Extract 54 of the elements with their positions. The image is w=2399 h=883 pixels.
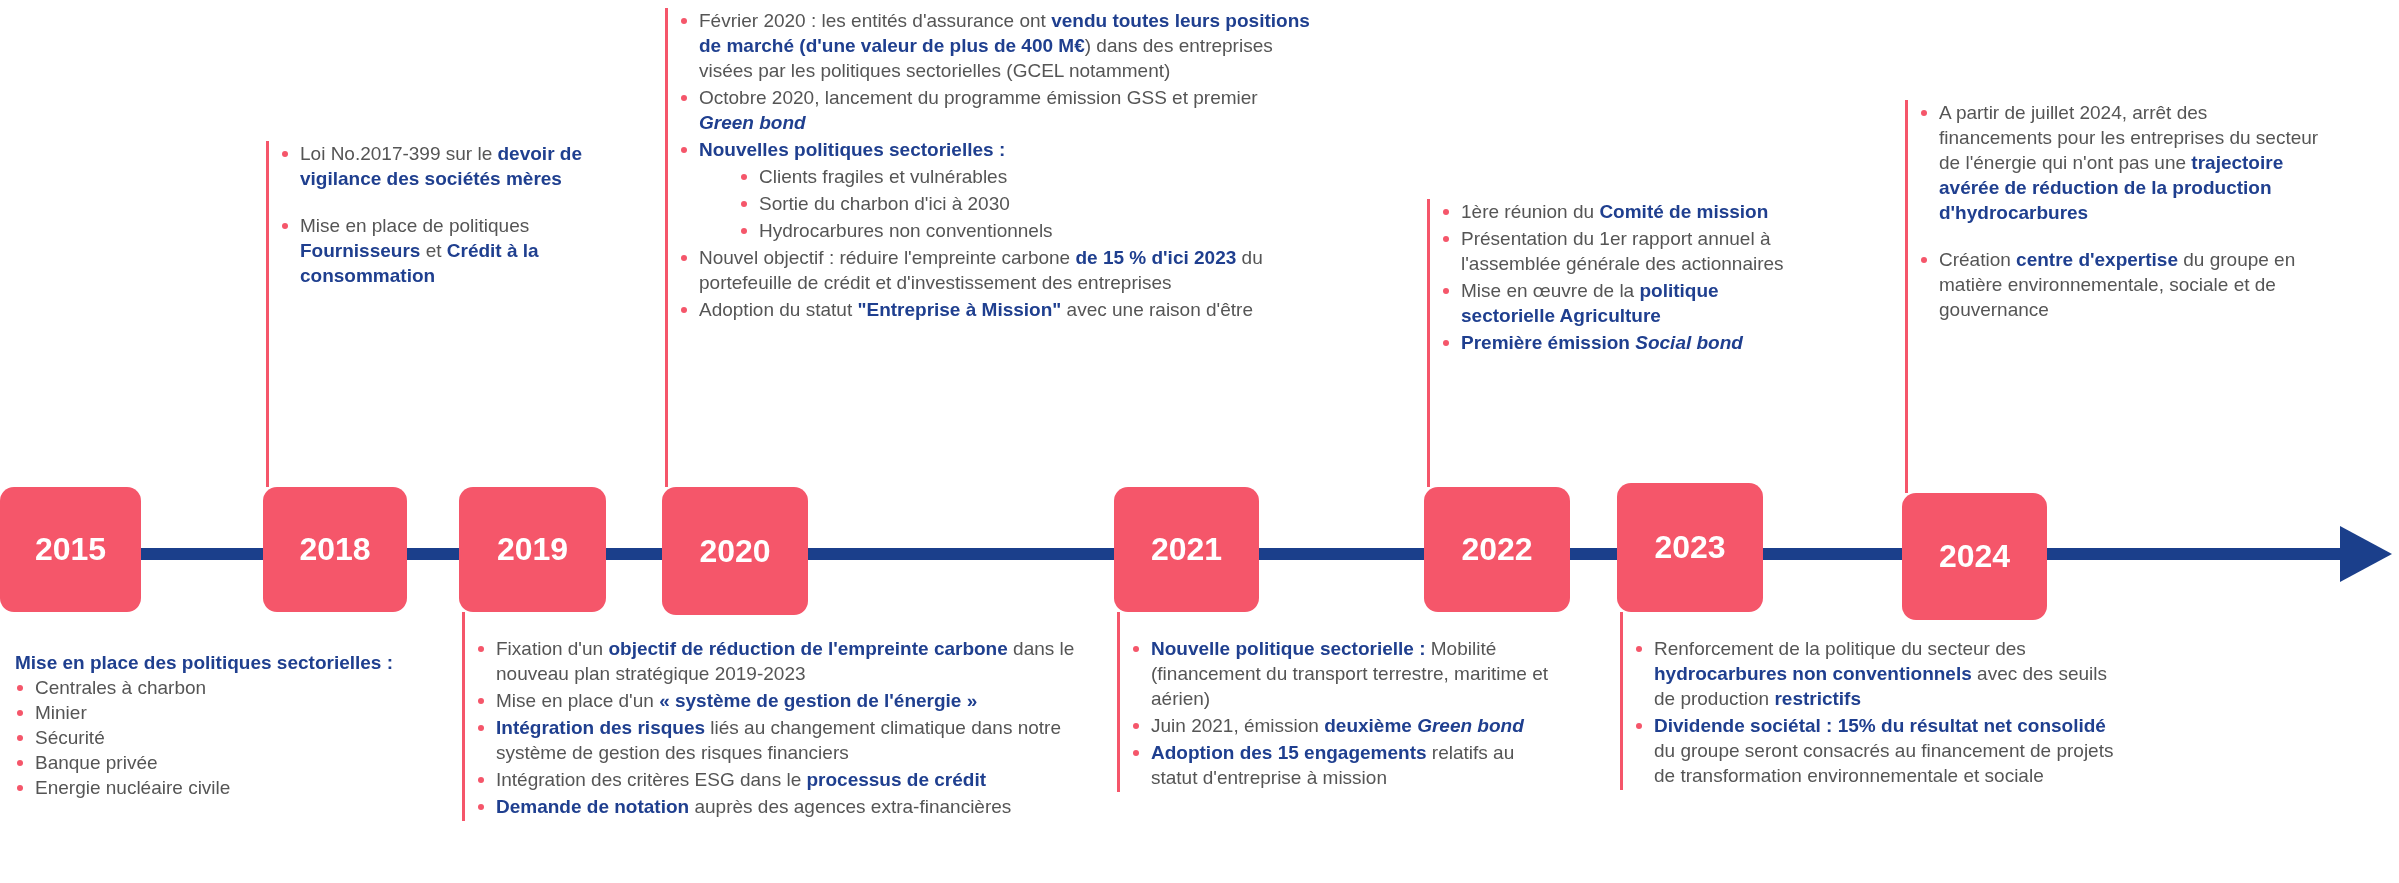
- leader-line: [1620, 612, 1623, 790]
- year-box: [1902, 493, 2047, 620]
- year-box: [459, 487, 606, 612]
- bullet-point: Adoption des 15 engagements relatifs au statut d'entreprise à mission: [1151, 741, 1516, 790]
- bullet-point: Intégration des risques liés au changement climatique dans notre système de gestion des risques financiers: [496, 716, 1062, 765]
- bullet-point: Février 2020 : les entités d'assurance ont vendu toutes leurs positions de marché (d'une valeur de plus de 400 M€) dans des entreprises visées par les politiques sectorielles (GCEL notamment): [699, 9, 1311, 83]
- bullet-point: Juin 2021, émission deuxième Green bond: [1151, 714, 1524, 738]
- bullet-point: Minier: [35, 701, 87, 725]
- year-box: [1114, 487, 1259, 612]
- bullet-point: Nouvelles politiques sectorielles :: [699, 138, 1006, 162]
- year-label: 2022: [1461, 531, 1533, 568]
- bullet-point: Clients fragiles et vulnérables: [759, 165, 1008, 189]
- bullet-point: Nouvelle politique sectorielle : Mobilité (financement du transport terrestre, maritime et aérien): [1151, 637, 1550, 711]
- bullet-point: Centrales à charbon: [35, 676, 207, 700]
- bullet-point: A partir de juillet 2024, arrêt des financements pour les entreprises du secteur de l'énergie qui n'ont pas une trajectoire avérée de réduction de la production d'hydrocarbures: [1939, 101, 2320, 225]
- bullet-point: Banque privée: [35, 751, 158, 775]
- bullet-point: Energie nucléaire civile: [35, 776, 231, 800]
- bullet-point: Adoption du statut "Entreprise à Mission" avec une raison d'être: [699, 298, 1253, 322]
- year-label: 2023: [1654, 529, 1726, 566]
- year-box: [263, 487, 407, 612]
- year-label: 2015: [34, 531, 107, 568]
- bullet-point: Intégration des critères ESG dans le processus de crédit: [496, 768, 987, 792]
- bullet-point: Hydrocarbures non conventionnels: [759, 219, 1053, 243]
- bullet-point: Octobre 2020, lancement du programme émission GSS et premier Green bond: [699, 86, 1259, 135]
- bullet-point: Mise en œuvre de la politique sectorielle Agriculture: [1461, 279, 1720, 328]
- leader-line: [665, 8, 668, 487]
- year-box: [0, 487, 141, 612]
- year-box: [1424, 487, 1570, 612]
- year-label: 2018: [299, 531, 371, 568]
- year-box: [662, 487, 808, 615]
- year-box: [1617, 483, 1763, 612]
- leader-line: [1905, 100, 1908, 493]
- year-label: 2021: [1150, 531, 1223, 568]
- leader-line: [1427, 199, 1430, 487]
- bullet-point: Sécurité: [35, 726, 105, 750]
- bullet-point: Sortie du charbon d'ici à 2030: [759, 192, 1010, 216]
- bullet-point: Première émission Social bond: [1461, 331, 1743, 355]
- leader-line: [266, 141, 269, 487]
- bullet-point: Mise en place d'un « système de gestion de l'énergie »: [496, 689, 978, 713]
- bullet-point: Dividende sociétal : 15% du résultat net consolidé du groupe seront consacrés au financement de projets de transformation environnementale et sociale: [1654, 714, 2115, 788]
- bullet-point: Loi No.2017-399 sur le devoir de vigilance des sociétés mères: [300, 142, 583, 191]
- bullet-point: Création centre d'expertise du groupe en matière environnementale, sociale et de gouvernance: [1939, 248, 2297, 322]
- bullet-point: 1ère réunion du Comité de mission: [1461, 200, 1769, 224]
- leader-line: [462, 612, 465, 821]
- bullet-point: Demande de notation auprès des agences extra-financières: [496, 795, 1012, 819]
- leader-line: [1117, 612, 1120, 792]
- year-label: 2020: [699, 532, 771, 570]
- bullet-point: Présentation du 1er rapport annuel à l'assemblée générale des actionnaires: [1461, 227, 1785, 276]
- year-label: 2024: [1938, 538, 2011, 575]
- bullet-point: Fixation d'un objectif de réduction de l'empreinte carbone dans le nouveau plan stratégique 2019-2023: [496, 637, 1076, 686]
- bullet-point: Mise en place de politiques Fournisseurs et Crédit à la consommation: [300, 214, 540, 288]
- bullet-point: Renforcement de la politique du secteur des hydrocarbures non conventionnels avec des seuils de production restrictifs: [1654, 637, 2108, 711]
- list-heading: Mise en place des politiques sectorielles :: [15, 651, 395, 675]
- year-label: 2019: [496, 531, 569, 568]
